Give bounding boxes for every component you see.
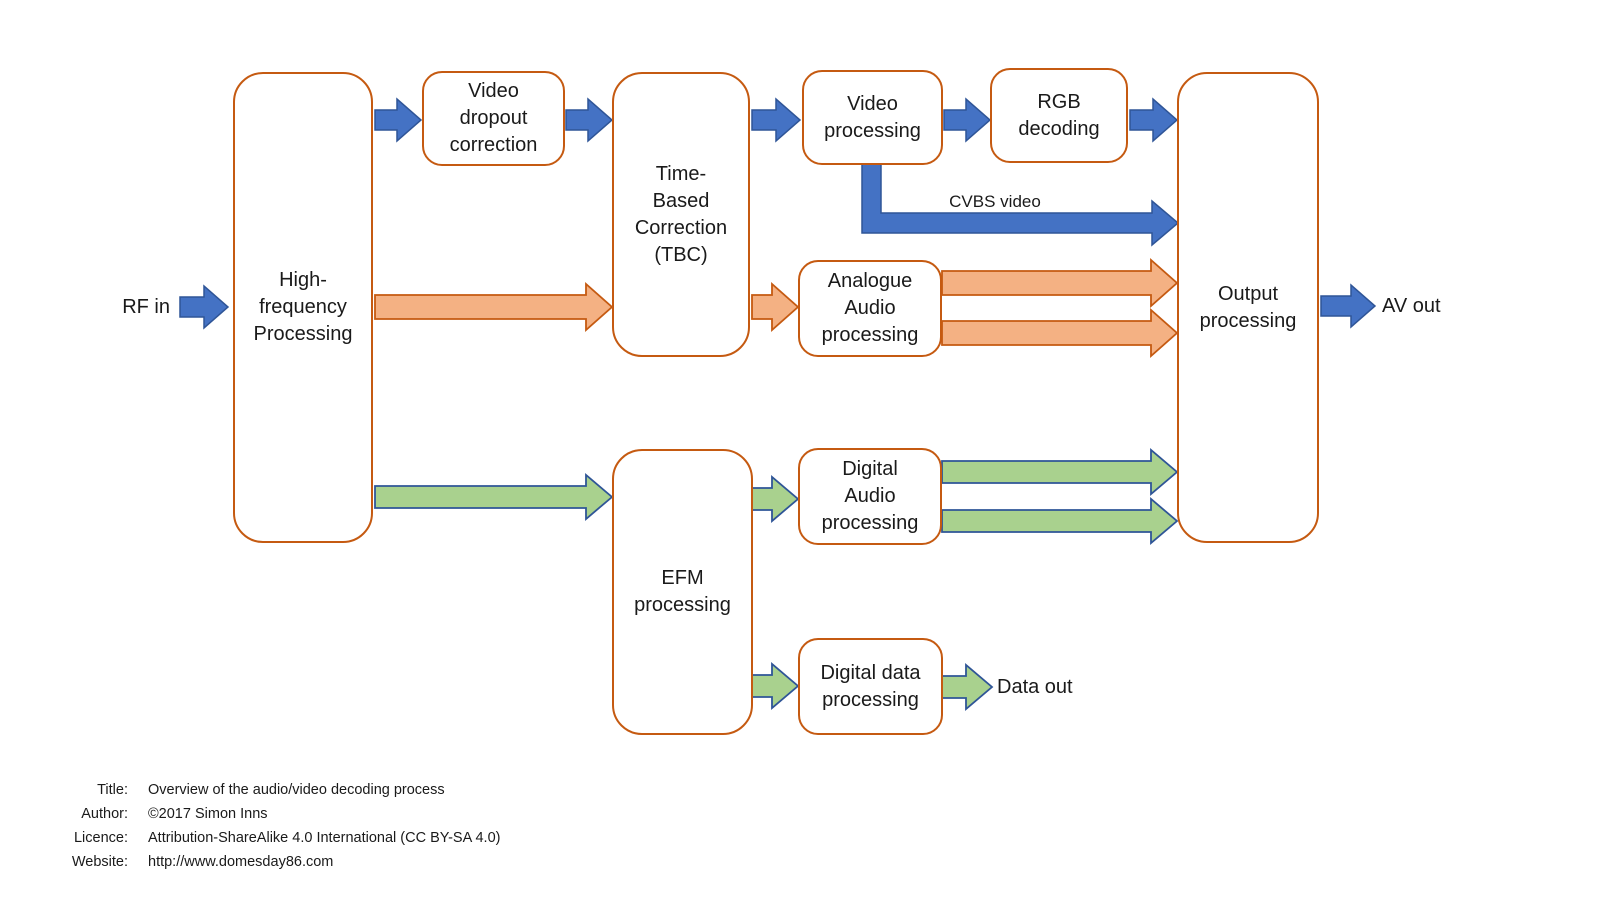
arrow-data-out — [941, 663, 994, 711]
node-label: Video dropout correction — [449, 80, 538, 156]
credit-label: Title: — [97, 782, 128, 798]
arrow-digaudio-to-output-2 — [941, 497, 1179, 545]
node-output-processing: Output processing — [1177, 72, 1319, 543]
node-label: Output processing — [1199, 282, 1297, 332]
node-label: Time- Based Correction (TBC) — [634, 162, 728, 266]
node-label: Digital data processing — [820, 661, 921, 711]
arrow-av-out — [1320, 283, 1377, 329]
node-high-frequency-processing: High- frequency Processing — [233, 72, 373, 543]
credit-value: ©2017 Simon Inns — [148, 806, 268, 822]
arrow-cvbs-elbow — [861, 163, 1180, 247]
arrow-dropout-to-tbc — [565, 97, 614, 143]
credit-label: Website: — [71, 854, 128, 870]
node-efm-processing: EFM processing — [612, 449, 753, 735]
credit-label: Author: — [81, 806, 128, 822]
arrow-tbc-to-analogue — [751, 282, 800, 332]
label-data-out: Data out — [997, 676, 1073, 698]
credit-value: Attribution-ShareAlike 4.0 International… — [148, 830, 501, 846]
credit-row-website: Website: http://www.domesday86.com — [0, 850, 700, 874]
credit-row-licence: Licence: Attribution-ShareAlike 4.0 Inte… — [0, 826, 700, 850]
arrow-efm-to-digdata — [751, 662, 800, 710]
node-analogue-audio-processing: Analogue Audio processing — [798, 260, 942, 357]
node-rgb-decoding: RGB decoding — [990, 68, 1128, 163]
credit-value: http://www.domesday86.com — [148, 854, 334, 870]
node-label: EFM processing — [634, 567, 731, 616]
credit-row-title: Title: Overview of the audio/video decod… — [0, 778, 700, 802]
arrow-rgb-to-output — [1129, 97, 1179, 143]
credit-value: Overview of the audio/video decoding pro… — [148, 782, 445, 798]
arrow-hf-to-dropout — [374, 97, 423, 143]
arrow-hf-to-efm — [374, 473, 614, 521]
node-digital-audio-processing: Digital Audio processing — [798, 448, 942, 545]
arrow-analogue-to-output-2 — [941, 308, 1179, 358]
credit-row-author: Author: ©2017 Simon Inns — [0, 802, 700, 826]
node-label: Analogue Audio processing — [821, 270, 919, 346]
node-label: Video processing — [824, 92, 921, 142]
label-rf-in: RF in — [122, 296, 170, 318]
label-cvbs-video: CVBS video — [949, 192, 1041, 211]
node-video-dropout-correction: Video dropout correction — [422, 71, 565, 166]
node-time-based-correction: Time- Based Correction (TBC) — [612, 72, 750, 357]
node-label: Digital Audio processing — [821, 458, 919, 534]
arrow-rf-in — [179, 284, 230, 330]
label-av-out: AV out — [1382, 295, 1441, 317]
node-label: RGB decoding — [1018, 90, 1100, 140]
arrow-hf-to-tbc — [374, 282, 614, 332]
arrow-efm-to-digaudio — [751, 475, 800, 523]
arrow-analogue-to-output-1 — [941, 258, 1179, 308]
arrow-digaudio-to-output-1 — [941, 448, 1179, 496]
credit-label: Licence: — [73, 830, 128, 846]
credits-block: Title: Overview of the audio/video decod… — [0, 778, 700, 874]
arrow-videoproc-to-rgb — [943, 97, 992, 143]
arrow-tbc-to-videoproc — [751, 97, 802, 143]
node-label: High- frequency Processing — [253, 269, 353, 345]
node-video-processing: Video processing — [802, 70, 943, 165]
node-digital-data-processing: Digital data processing — [798, 638, 943, 735]
